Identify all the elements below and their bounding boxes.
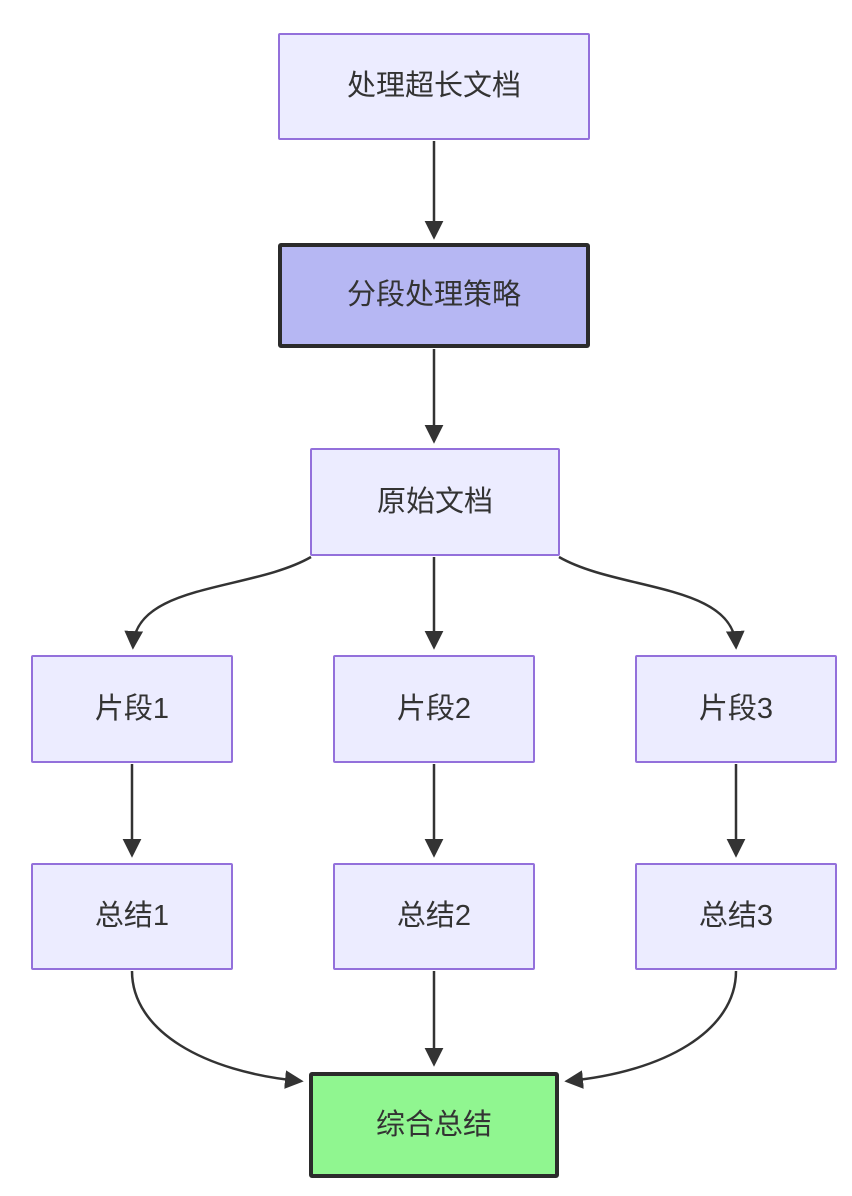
node-segmentation-strategy: 分段处理策略 xyxy=(278,243,590,348)
edge-e1-f xyxy=(130,970,304,1089)
node-label: 总结2 xyxy=(396,900,472,932)
node-label: 片段1 xyxy=(94,692,170,725)
node-summary-2: 总结2 xyxy=(333,863,535,970)
node-label: 片段2 xyxy=(396,692,472,725)
node-label: 综合总结 xyxy=(375,1108,492,1141)
edge-c-d1 xyxy=(124,555,312,650)
node-summary-3: 总结3 xyxy=(635,863,837,970)
node-label: 总结1 xyxy=(94,900,170,932)
edge-e3-f xyxy=(564,970,738,1089)
node-label: 原始文档 xyxy=(376,485,493,518)
node-summary-1: 总结1 xyxy=(31,863,233,970)
node-fragment-2: 片段2 xyxy=(333,655,535,763)
node-label: 总结3 xyxy=(698,900,774,932)
node-final-summary: 综合总结 xyxy=(309,1072,559,1178)
node-process-long-document: 处理超长文档 xyxy=(278,33,590,140)
node-fragment-1: 片段1 xyxy=(31,655,233,763)
node-original-document: 原始文档 xyxy=(310,448,560,556)
node-label: 处理超长文档 xyxy=(346,70,521,102)
node-label: 片段3 xyxy=(698,692,774,725)
node-label: 分段处理策略 xyxy=(346,279,521,311)
node-fragment-3: 片段3 xyxy=(635,655,837,763)
edge-c-d3 xyxy=(558,555,745,650)
